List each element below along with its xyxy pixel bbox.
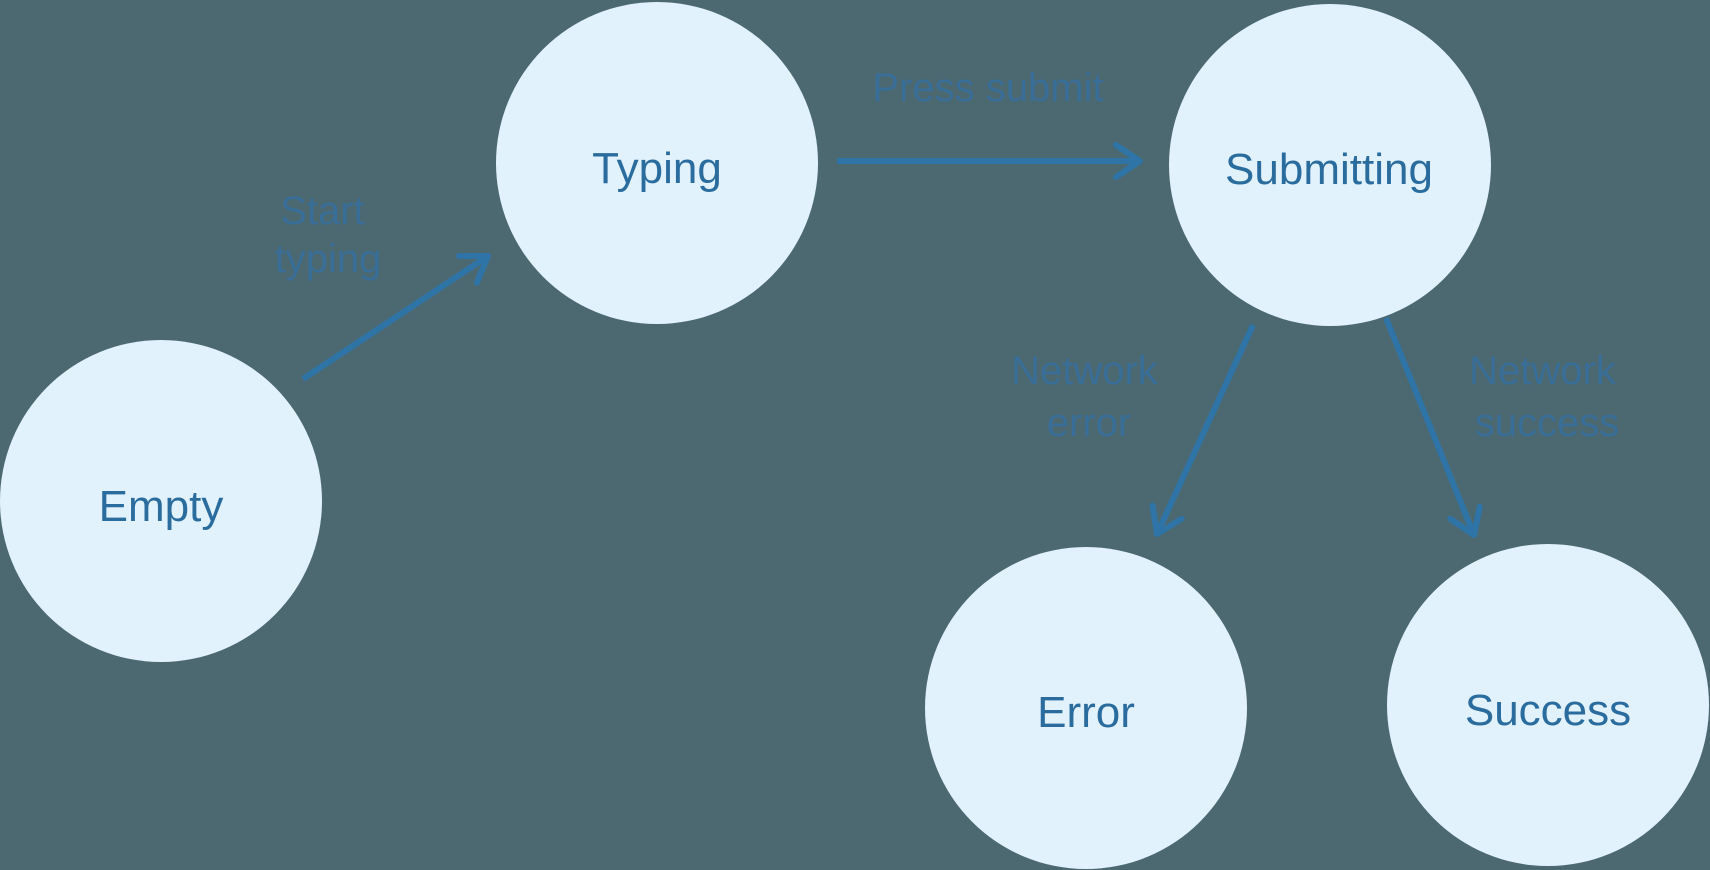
transition-start-typing-arrow xyxy=(301,252,491,382)
edge-label-line: success xyxy=(1475,401,1620,445)
state-error-label: Error xyxy=(1037,688,1135,737)
state-success: Success xyxy=(1387,544,1709,866)
transition-start-typing: Start typing xyxy=(275,189,491,382)
state-typing-label: Typing xyxy=(592,144,722,193)
state-submitting: Submitting xyxy=(1169,4,1491,326)
transition-network-error-label: Network error xyxy=(1011,349,1169,445)
edge-label-line: error xyxy=(1047,401,1131,445)
edge-label-line: typing xyxy=(275,237,382,281)
state-empty-label: Empty xyxy=(99,482,224,531)
state-submitting-label: Submitting xyxy=(1225,145,1433,194)
state-error-circle xyxy=(925,547,1247,869)
transition-network-success: Network success xyxy=(1383,316,1627,538)
transition-network-error: Network error xyxy=(1011,323,1256,537)
transition-network-success-arrow xyxy=(1383,316,1483,538)
state-success-circle xyxy=(1387,544,1709,866)
state-submitting-circle xyxy=(1169,4,1491,326)
state-typing-circle xyxy=(496,2,818,324)
state-empty-circle xyxy=(0,340,322,662)
edge-label-line: Press submit xyxy=(872,66,1103,110)
transition-network-success-label: Network success xyxy=(1469,349,1627,445)
state-empty: Empty xyxy=(0,340,322,662)
transition-start-typing-label: Start typing xyxy=(275,189,382,281)
state-success-label: Success xyxy=(1465,686,1631,735)
transition-press-submit-label: Press submit xyxy=(872,66,1103,110)
edge-label-line: Network xyxy=(1469,349,1617,393)
edge-label-line: Start xyxy=(280,189,364,233)
transition-network-error-arrow xyxy=(1149,323,1256,537)
edge-label-line: Network xyxy=(1011,349,1159,393)
transition-press-submit: Press submit xyxy=(837,66,1143,180)
state-typing: Typing xyxy=(496,2,818,324)
state-error: Error xyxy=(925,547,1247,869)
